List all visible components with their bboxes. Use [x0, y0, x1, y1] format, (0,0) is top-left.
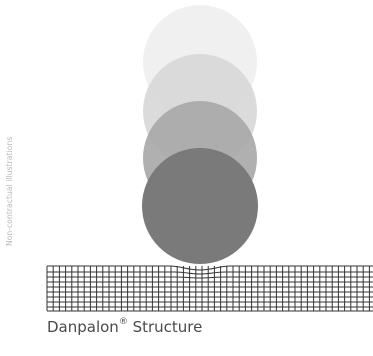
sheet-structure-grid — [46, 265, 373, 312]
ball-sequence — [142, 5, 258, 264]
sheet-top-surface — [47, 265, 373, 271]
grid-horizontal-line — [47, 276, 373, 279]
registered-mark: ® — [118, 317, 128, 327]
diagram-caption: Danpalon® Structure — [47, 317, 203, 336]
grid-horizontal-line — [47, 271, 373, 275]
side-note-text: Non-contractual illustrations — [5, 136, 14, 246]
grid-horizontal-lines — [47, 271, 373, 312]
ball-position-4 — [142, 148, 258, 264]
caption-word: Structure — [127, 318, 203, 336]
grid-vertical-lines — [46, 266, 370, 311]
caption-brand: Danpalon — [47, 318, 119, 336]
